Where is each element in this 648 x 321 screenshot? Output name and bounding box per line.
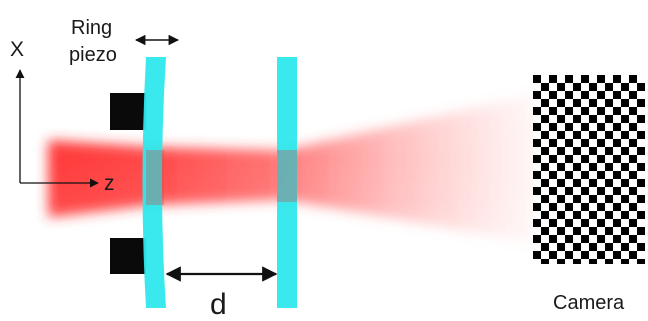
- distance-label: d: [210, 288, 227, 321]
- checkerboard-icon: [533, 75, 645, 264]
- piezo-mount-top: [110, 93, 146, 130]
- beam-through-mirror-1: [146, 150, 164, 205]
- flat-mirror: [277, 57, 297, 308]
- beam-edge-fade: [40, 60, 560, 260]
- z-axis-label: z: [104, 172, 115, 195]
- piezo-label: piezo: [69, 44, 117, 66]
- axis-indicator: [15, 69, 99, 188]
- piezo-mount-bottom: [110, 238, 146, 274]
- x-axis-label: X: [10, 38, 24, 61]
- camera-label: Camera: [553, 292, 625, 314]
- beam-through-mirror-2: [277, 150, 297, 202]
- curved-mirror: [142, 57, 166, 308]
- ring-label: Ring: [71, 17, 112, 39]
